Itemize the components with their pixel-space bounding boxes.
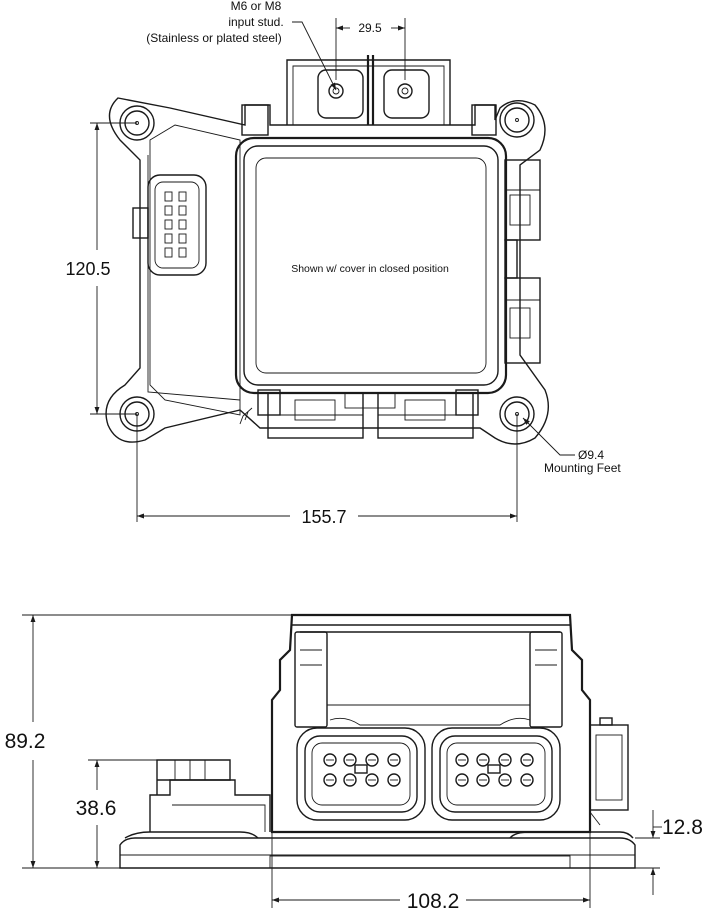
- base-plate: [119, 837, 636, 869]
- foot-thickness-dimension: 12.8: [662, 816, 703, 839]
- front-view: 89.2 38.6 12.8 108.2: [5, 613, 703, 913]
- bottom-connector-left: [267, 392, 364, 439]
- stud-note-line-1: M6 or M8: [231, 0, 282, 13]
- width-dimension: 155.7: [301, 507, 346, 527]
- lower-height-dimension: 38.6: [76, 797, 117, 820]
- right-connector-lower: [504, 277, 541, 364]
- input-stud-left: [328, 83, 344, 99]
- mounting-foot-top-right: [499, 102, 535, 138]
- top-view: Shown w/ cover in closed position: [65, 0, 621, 527]
- input-stud-right: [397, 83, 413, 99]
- main-body: [270, 613, 592, 834]
- left-block: [149, 779, 271, 832]
- stud-note-line-2: input stud.: [228, 15, 283, 29]
- foot-label: Mounting Feet: [544, 461, 621, 475]
- front-connector-right: [431, 727, 561, 821]
- front-connector-left: [296, 727, 426, 821]
- stud-spacing-dimension: 29.5: [358, 21, 382, 35]
- cover-note: Shown w/ cover in closed position: [291, 263, 449, 275]
- height-dimension: 120.5: [65, 259, 110, 279]
- foot-diameter: Ø9.4: [578, 448, 604, 462]
- body-width-dimension: 108.2: [407, 890, 460, 913]
- front-side-connector: [589, 717, 629, 826]
- right-connector-upper: [504, 159, 541, 241]
- total-height-dimension: 89.2: [5, 730, 46, 753]
- mounting-flange: [105, 97, 549, 445]
- stud-note-line-3: (Stainless or plated steel): [146, 31, 281, 45]
- input-stud-housing: [286, 55, 451, 125]
- left-connector: [132, 174, 207, 276]
